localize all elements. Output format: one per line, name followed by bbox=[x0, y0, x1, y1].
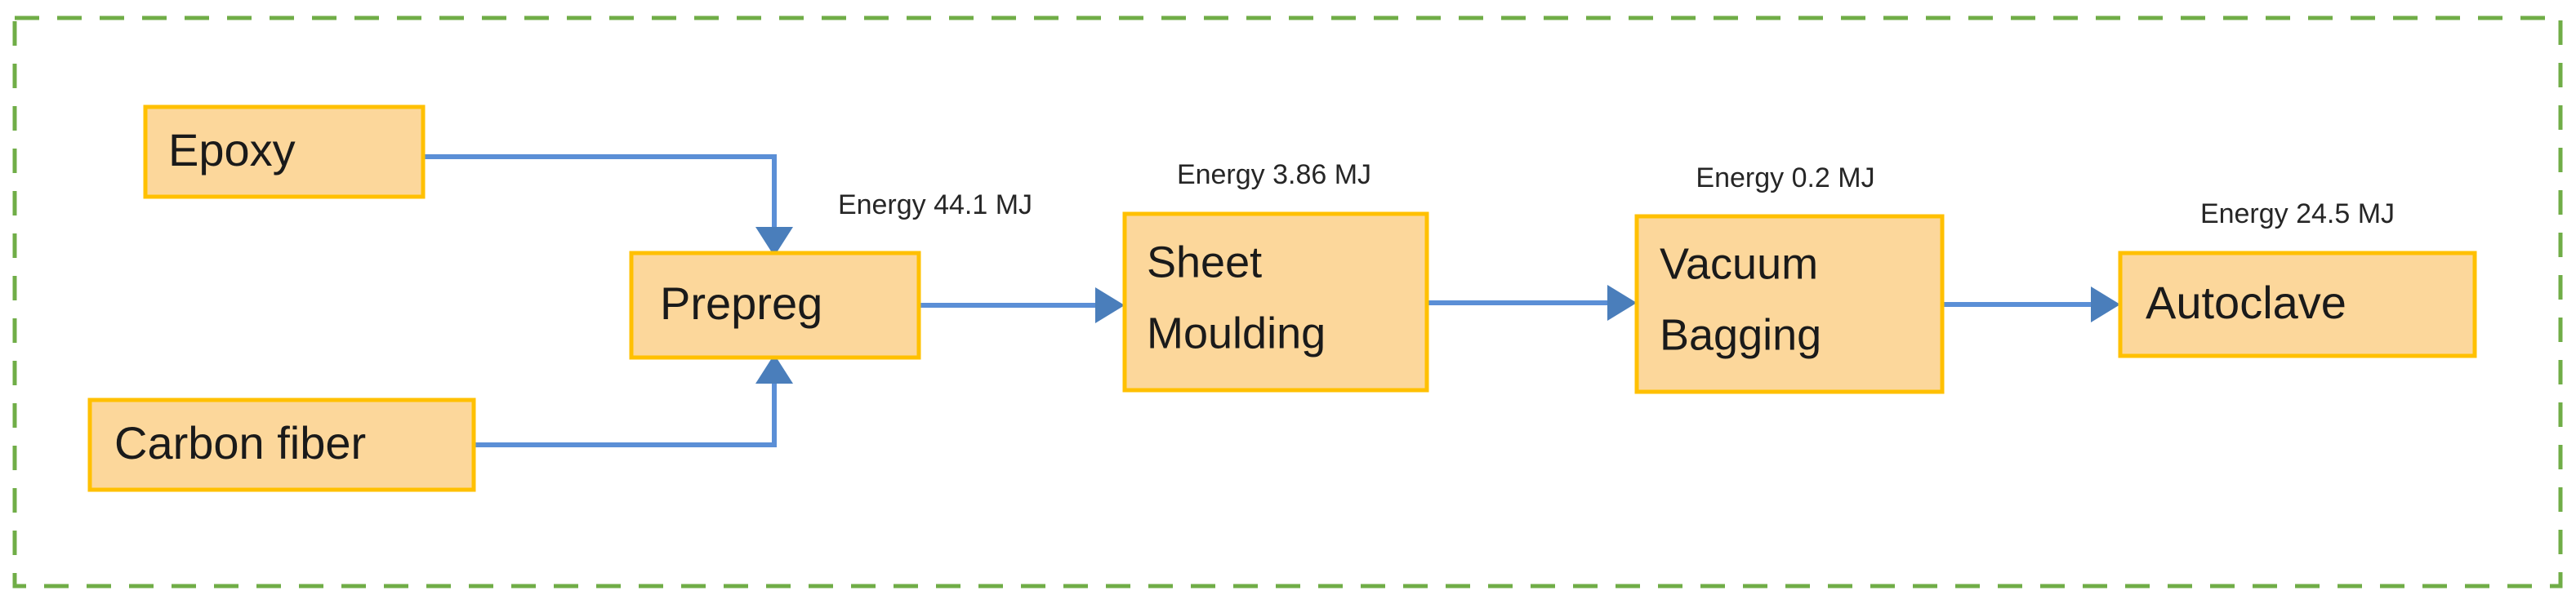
node-carbon-fiber[interactable]: Carbon fiber bbox=[87, 398, 476, 492]
node-vacuum-bagging[interactable]: Vacuum Bagging bbox=[1634, 214, 1945, 394]
vacuum-bagging-label-line2: Bagging bbox=[1660, 310, 1821, 359]
epoxy-box[interactable] bbox=[143, 104, 426, 199]
node-prepreg[interactable]: Prepreg bbox=[629, 251, 921, 360]
edge-prepreg-to-sheet-moulding bbox=[919, 287, 1125, 323]
node-sheet-moulding[interactable]: Sheet Moulding bbox=[1122, 211, 1429, 393]
carbon-fiber-to-prepreg-line bbox=[474, 372, 777, 447]
edge-carbon-fiber-to-prepreg bbox=[474, 354, 793, 447]
edge-vacuum-bagging-to-autoclave bbox=[1942, 287, 2120, 322]
edge-epoxy-to-prepreg bbox=[423, 154, 793, 256]
sheet-moulding-label-line2: Moulding bbox=[1147, 309, 1326, 358]
node-autoclave[interactable]: Autoclave bbox=[2118, 251, 2477, 358]
vacuum-bagging-box[interactable] bbox=[1634, 214, 1945, 394]
autoclave-label: Autoclave bbox=[2146, 277, 2346, 328]
autoclave-box[interactable] bbox=[2118, 251, 2477, 358]
sheet-moulding-label-line1: Sheet bbox=[1147, 238, 1262, 287]
energy-label-prepreg: Energy 44.1 MJ bbox=[838, 189, 1032, 220]
vacuum-bagging-to-autoclave-arrowhead bbox=[2091, 287, 2120, 322]
epoxy-label: Epoxy bbox=[168, 124, 296, 175]
energy-label-vacuum-bagging: Energy 0.2 MJ bbox=[1696, 162, 1874, 193]
carbon-fiber-label: Carbon fiber bbox=[114, 417, 366, 469]
epoxy-to-prepreg-arrowhead bbox=[755, 227, 793, 256]
prepreg-box[interactable] bbox=[629, 251, 921, 360]
epoxy-to-prepreg-line bbox=[423, 154, 777, 238]
sheet-moulding-to-vacuum-bagging-arrowhead bbox=[1607, 285, 1637, 321]
system-boundary-rect bbox=[12, 16, 2563, 589]
vacuum-bagging-label-line1: Vacuum bbox=[1660, 239, 1818, 288]
sheet-moulding-box[interactable] bbox=[1122, 211, 1429, 393]
energy-label-autoclave: Energy 24.5 MJ bbox=[2200, 198, 2395, 229]
prepreg-to-sheet-moulding-arrowhead bbox=[1095, 287, 1125, 323]
carbon-fiber-to-prepreg-arrowhead bbox=[755, 354, 793, 384]
node-epoxy[interactable]: Epoxy bbox=[143, 104, 426, 199]
carbon-fiber-box[interactable] bbox=[87, 398, 476, 492]
prepreg-label: Prepreg bbox=[660, 278, 822, 329]
edge-sheet-moulding-to-vacuum-bagging bbox=[1427, 285, 1637, 321]
energy-label-sheet-moulding: Energy 3.86 MJ bbox=[1177, 159, 1371, 190]
